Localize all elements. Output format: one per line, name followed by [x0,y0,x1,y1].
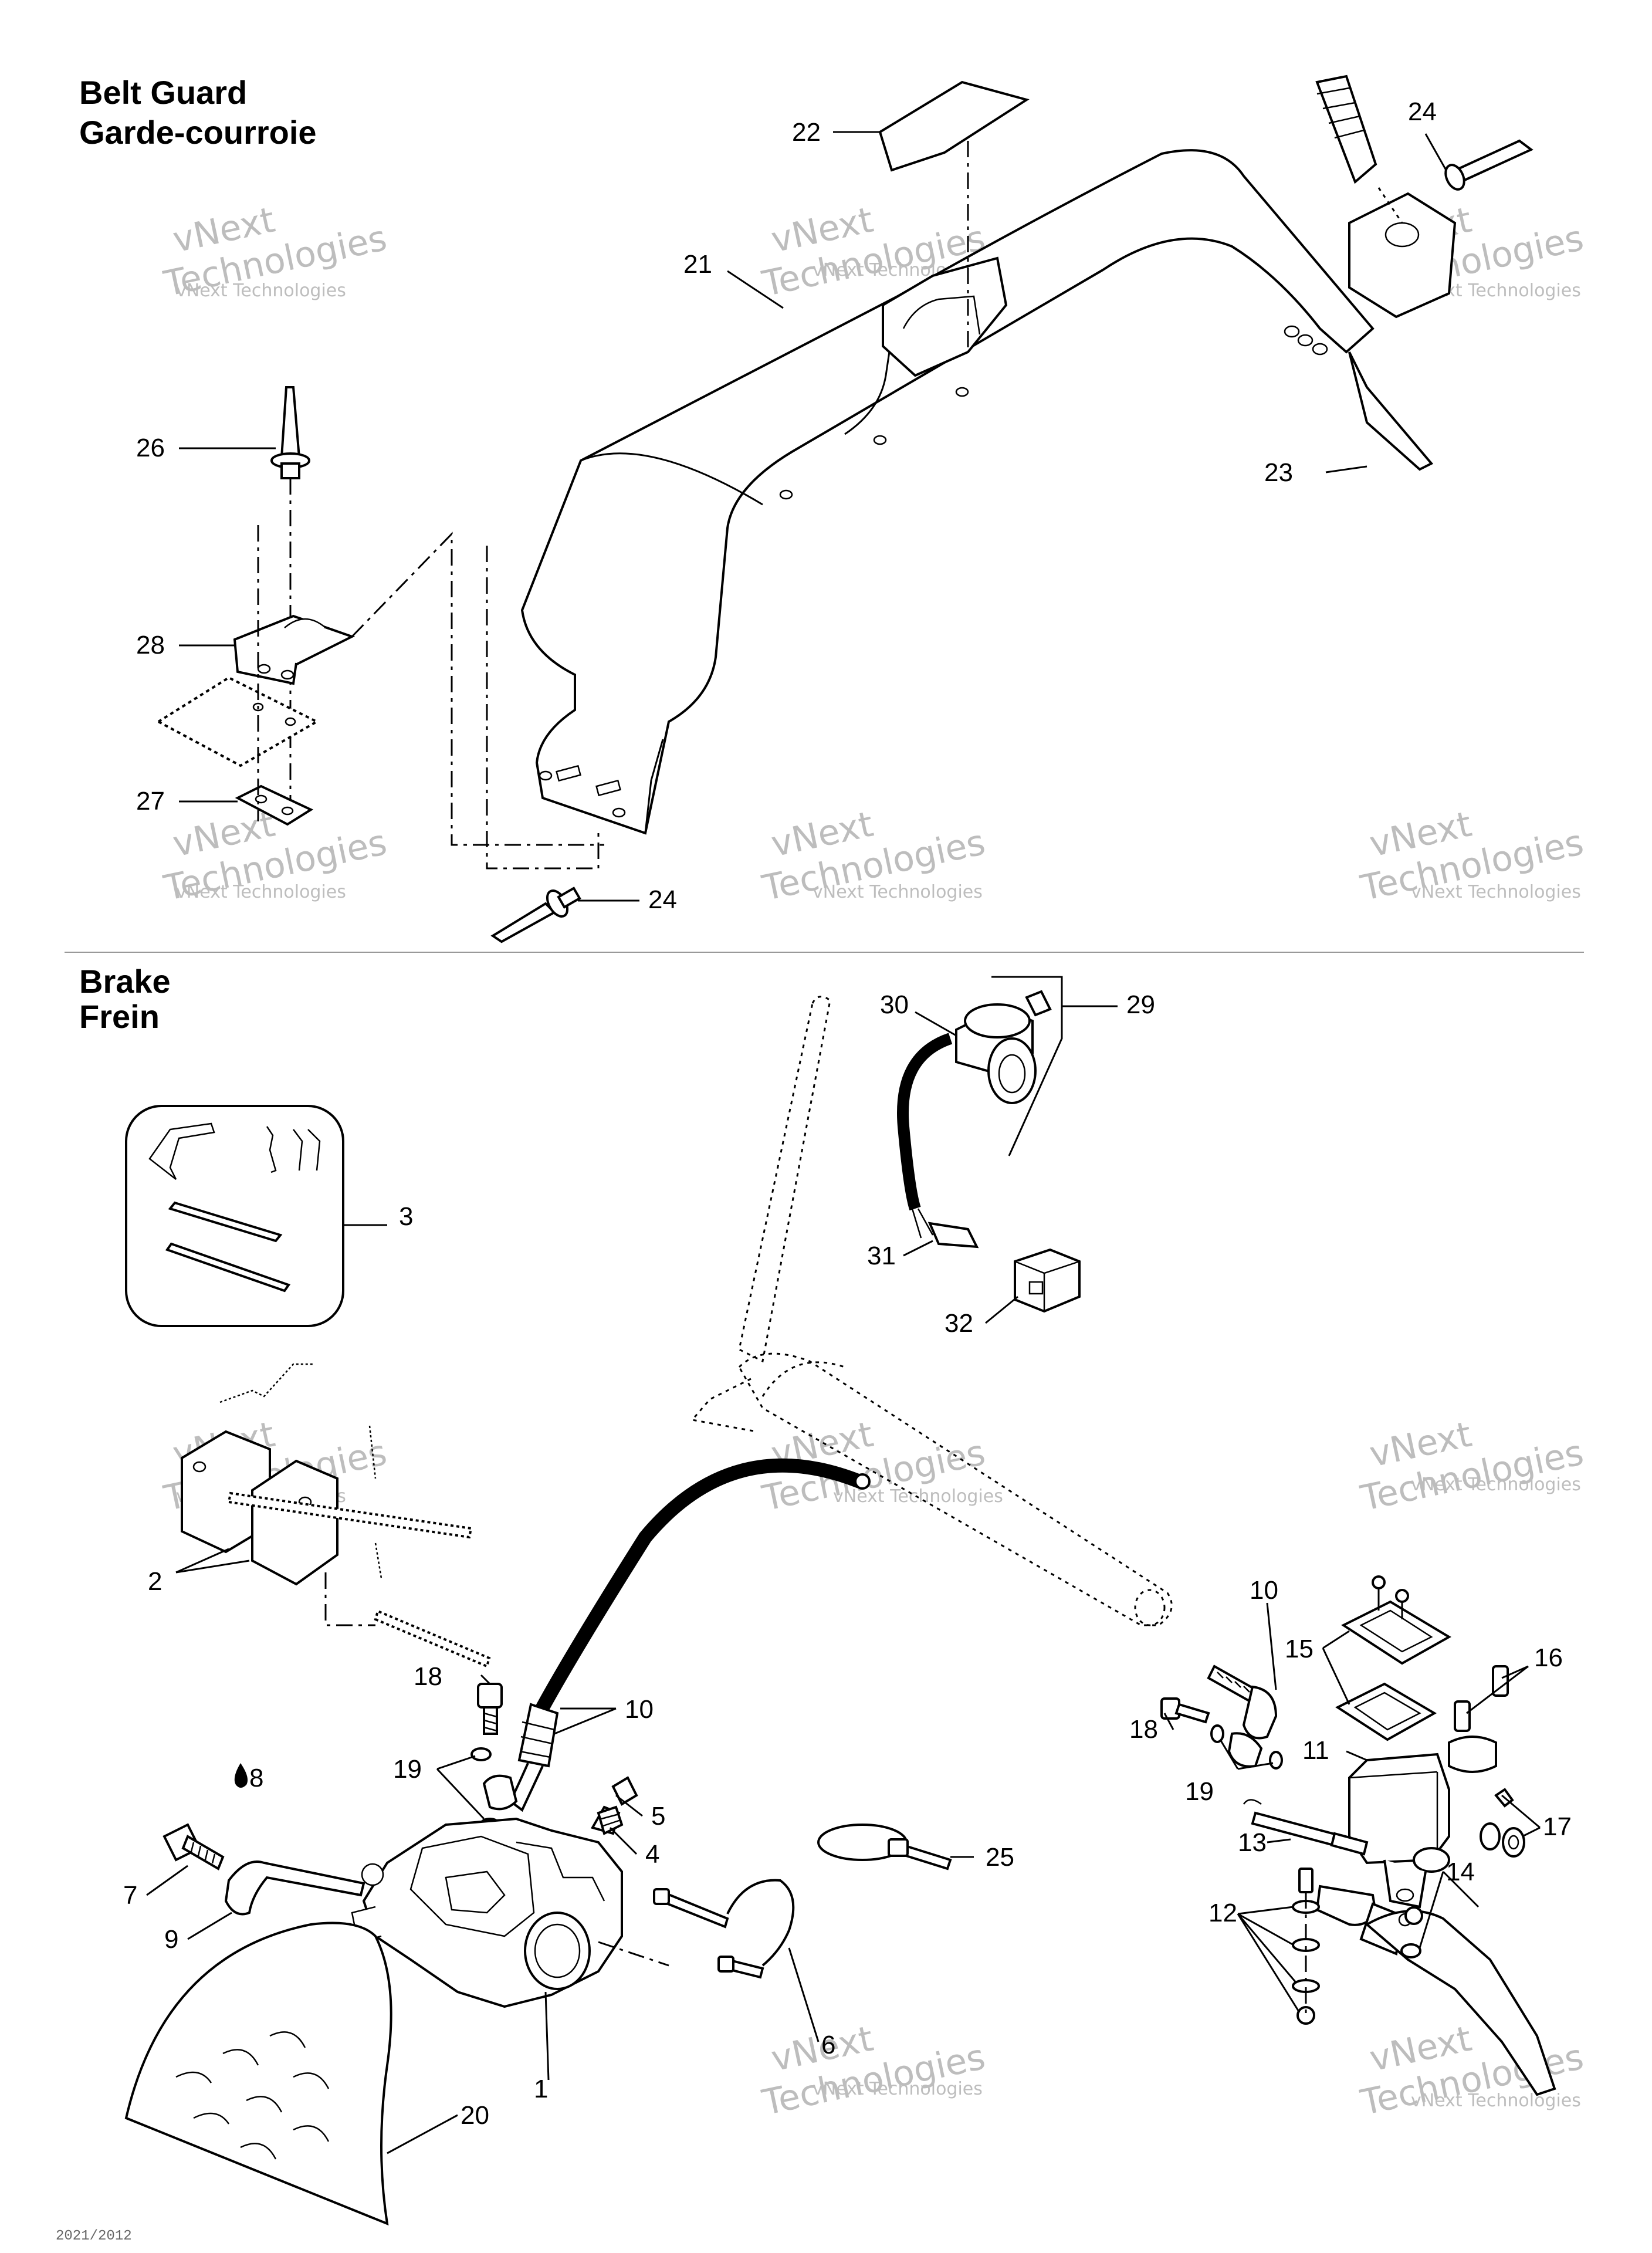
banjo-fitting [482,1774,518,1811]
reservoir-cover-part-15 [1335,1575,1451,1741]
belt-guard-part-21 [520,149,1375,835]
brake-hose-part-10 [509,1458,871,1812]
banjo-bolt-part-18-left [477,1683,503,1735]
plate-part-27 [235,784,314,826]
callout-11: 11 [1302,1736,1329,1765]
callout-8: 8 [249,1764,263,1792]
brake-leaders [146,1005,1541,2154]
callout-30: 30 [880,990,909,1019]
callout-18: 18 [1129,1715,1158,1744]
rivet-part-26 [270,386,310,821]
watermark-small: vNext Technologies [1411,1474,1581,1495]
brake-switch-part-30 [897,990,1052,1239]
pad-part-plate [156,676,320,767]
callout-12: 12 [1208,1899,1237,1927]
callout-25: 25 [986,1843,1014,1872]
bracket-part-23 [1348,351,1434,471]
callout-17: 17 [1543,1812,1572,1841]
kit-box-part-3 [125,1105,387,1327]
callout-5: 5 [651,1802,665,1831]
callout-13: 13 [1238,1828,1267,1857]
brake-pads-part-2 [175,1363,491,1668]
connector-part-32 [1014,1248,1081,1313]
callout-3: 3 [399,1202,413,1231]
spark-plug-illustration [1315,75,1457,319]
bracket-part-9 [224,1860,365,1916]
bolt-part-7 [163,1823,225,1870]
bracket-29 [991,976,1063,1156]
watermark-small: vNext Technologies [813,882,983,902]
callout-10: 10 [1250,1576,1278,1605]
callout-15: 15 [1285,1635,1314,1663]
banjo-fitting-right [1207,1665,1278,1768]
section-divider [65,952,1584,953]
callout-26: 26 [136,434,165,462]
bracket-part-28 [233,614,356,685]
callout-22: 22 [792,118,821,147]
callout-29: 29 [1126,990,1155,1019]
watermark-small: vNext Technologies [813,2079,983,2099]
banjo-bolt-part-18-right [1160,1697,1210,1724]
watermark-small: vNext Technologies [1411,882,1581,902]
belt-guard-leaders [179,131,1447,902]
cable-tie-part-25 [817,1824,952,1870]
callout-31: 31 [867,1241,896,1270]
callout-27: 27 [136,787,165,816]
section-title-belt-guard-fr: Garde-courroie [79,114,317,151]
footer-code: 2021/2012 [56,2228,132,2244]
washers-part-19-right [1210,1724,1283,1770]
watermark-small: vNext Technologies [176,882,346,902]
callout-24: 24 [1408,97,1437,126]
callout-20: 20 [461,2101,489,2130]
bleeder-part-4 [597,1805,624,1835]
watermark-small: vNext Technologies [176,280,346,301]
dash-guides-belt [257,525,604,870]
callout-19: 19 [393,1755,422,1784]
pivot-hardware-part-12 [1292,1868,1320,2025]
cap-part-5 [611,1776,638,1806]
pivot-part-17 [1480,1788,1525,1858]
pin-clip-part-6 [653,1879,795,1979]
callout-4: 4 [645,1840,659,1869]
rivet-part-24-lower [490,887,581,943]
callout-6: 6 [821,2031,835,2059]
watermark-small: vNext Technologies [1411,2090,1581,2111]
section-title-brake-fr: Frein [79,998,160,1035]
callout-21: 21 [683,250,712,279]
handlebar-phantom [690,996,1173,1626]
callout-1: 1 [534,2075,548,2103]
callout-10: 10 [625,1695,654,1724]
callout-16: 16 [1534,1643,1563,1672]
callout-28: 28 [136,631,165,659]
callout-14: 14 [1446,1858,1475,1886]
brake-disc-part-20 [124,1922,392,2226]
callout-2: 2 [148,1567,162,1596]
caliper-part-1 [351,1805,623,2008]
callout-18: 18 [414,1662,442,1691]
callout-32: 32 [945,1309,973,1338]
washer-part-19-upper [470,1747,492,1761]
callout-24: 24 [648,885,677,914]
label-part-22 [878,80,1030,352]
belt-guard-callouts: 22 21 24 23 26 28 27 24 [136,97,1437,914]
section-title-belt-guard-en: Belt Guard [79,74,248,111]
callout-19: 19 [1185,1777,1214,1806]
callout-9: 9 [164,1925,178,1954]
brake-callouts: 30 29 31 32 3 2 18 10 19 8 5 4 7 9 25 6 … [123,990,1572,2130]
callout-23: 23 [1264,458,1293,487]
clamp-screws-part-16 [1448,1665,1509,1773]
drop-icon-part-8 [234,1763,248,1788]
master-cylinder-part-11 [1348,1753,1450,1909]
terminal-part-31 [927,1222,979,1249]
rivet-part-24-upper [1444,139,1533,191]
callout-7: 7 [123,1881,137,1910]
push-rod-part-13 [1243,1799,1369,1856]
section-title-brake-en: Brake [79,963,171,1000]
screw-part-14-small [1400,1943,1421,1958]
